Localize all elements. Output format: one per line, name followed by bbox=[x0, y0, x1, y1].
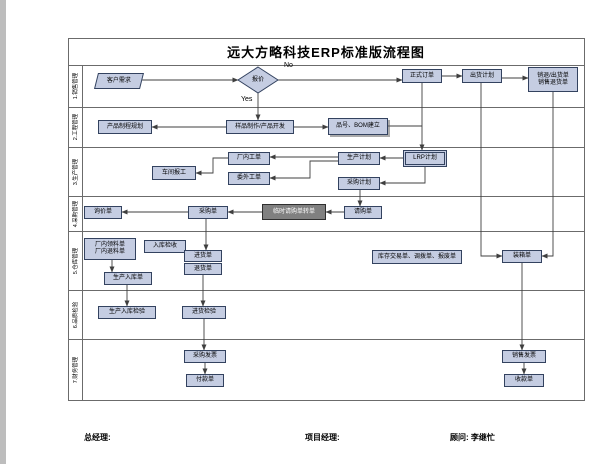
signature-project-manager: 项目经理: bbox=[305, 433, 340, 442]
node-label: 装箱单 bbox=[512, 253, 531, 260]
node-label: 临时请购单转单 bbox=[272, 208, 315, 215]
node-purchase-plan: 采购计划 bbox=[338, 177, 380, 190]
lane-label-1: 1.销售管理 bbox=[73, 72, 79, 100]
node-label: 收款单 bbox=[514, 377, 533, 384]
node-lrp-plan: LRP计划 bbox=[403, 150, 447, 167]
signature-consultant: 顾问: 李继忙 bbox=[450, 433, 495, 442]
node-quote-decision: 报价 bbox=[238, 67, 278, 93]
node-workshop-report: 车间报工 bbox=[152, 166, 196, 180]
node-label: 采购发票 bbox=[192, 353, 217, 360]
lane-label-6: 6.品质检验 bbox=[73, 301, 79, 328]
node-purchase-order: 采购单 bbox=[188, 206, 228, 219]
node-warehouse-receiving: 入库检收 bbox=[144, 240, 186, 253]
node-label: 请购单 bbox=[353, 209, 372, 216]
node-formal-order: 正式订单 bbox=[402, 69, 442, 83]
node-label: 生产入库检验 bbox=[108, 309, 145, 316]
node-label: LRP计划 bbox=[413, 155, 437, 162]
node-label: 入库检收 bbox=[152, 243, 177, 250]
signature-general-manager: 总经理: bbox=[84, 433, 111, 442]
node-inquiry-sheet: 询价单 bbox=[84, 206, 122, 219]
node-label: 进货检验 bbox=[191, 309, 216, 316]
node-customer-demand: 客户需求 bbox=[94, 73, 144, 89]
node-label: 生产入库单 bbox=[112, 275, 143, 282]
node-label: 样品制作/产品开发 bbox=[235, 123, 285, 130]
node-label: 正式订单 bbox=[409, 72, 434, 79]
node-requisition: 请购单 bbox=[344, 206, 382, 219]
lane-label-5: 5.仓库管理 bbox=[73, 247, 79, 274]
node-process-planning: 产品制程规划 bbox=[98, 120, 152, 134]
node-sales-invoice: 销售发票 bbox=[502, 350, 546, 363]
page-title: 远大方略科技ERP标准版流程图 bbox=[227, 45, 425, 60]
lane-label-2: 2.工程管理 bbox=[73, 113, 79, 141]
node-goods-return: 退货单 bbox=[184, 263, 222, 275]
node-label: 销退/出货单 销售退货单 bbox=[537, 72, 569, 86]
edge-label-no: No bbox=[284, 62, 293, 69]
node-label: 客户需求 bbox=[106, 77, 132, 84]
node-label: 进货单 bbox=[193, 252, 212, 259]
node-label: 询价单 bbox=[93, 209, 112, 216]
page-left-border bbox=[0, 0, 6, 464]
node-label: 产品制程规划 bbox=[106, 123, 143, 130]
node-label: 采购单 bbox=[198, 209, 217, 216]
node-label: 厂内领料单 厂内退料单 bbox=[94, 242, 125, 255]
node-sample-dev: 样品制作/产品开发 bbox=[226, 120, 294, 134]
node-material-docs: 厂内领料单 厂内退料单 bbox=[84, 238, 136, 260]
node-bom-setup: 品号、BOM建立 bbox=[328, 118, 388, 135]
node-internal-workorder: 厂内工单 bbox=[228, 152, 270, 165]
node-label: 生产计划 bbox=[346, 155, 371, 162]
node-label: 退货单 bbox=[193, 265, 212, 272]
node-production-plan: 生产计划 bbox=[338, 152, 380, 165]
node-sales-return-docs: 销退/出货单 销售退货单 bbox=[528, 67, 578, 92]
node-inventory-docs: 库存交易单、调拨单、报废单 bbox=[372, 250, 462, 264]
node-label: 出货计划 bbox=[469, 72, 494, 79]
edge-label-yes: Yes bbox=[241, 96, 253, 103]
node-production-inspection: 生产入库检验 bbox=[98, 306, 156, 319]
node-goods-receipt: 进货单 bbox=[184, 250, 222, 262]
node-packing-list: 装箱单 bbox=[502, 250, 542, 263]
lane-label-4: 4.采购管理 bbox=[73, 200, 79, 227]
node-label: 销售发票 bbox=[511, 353, 536, 360]
node-temp-requisition: 临时请购单转单 bbox=[262, 204, 326, 220]
node-receipt-voucher: 收款单 bbox=[504, 374, 544, 387]
node-label: 厂内工单 bbox=[236, 155, 261, 162]
node-production-receipt: 生产入库单 bbox=[104, 272, 152, 285]
node-incoming-inspection: 进货检验 bbox=[182, 306, 226, 319]
node-shipping-plan: 出货计划 bbox=[462, 69, 502, 83]
node-label: 付款单 bbox=[195, 377, 214, 384]
node-purchase-invoice: 采购发票 bbox=[184, 350, 226, 363]
lane-label-3: 3.生产管理 bbox=[73, 158, 79, 185]
node-label: 品号、BOM建立 bbox=[336, 123, 380, 130]
node-outsource-workorder: 委外工单 bbox=[228, 172, 270, 185]
node-payment-voucher: 付款单 bbox=[186, 374, 224, 387]
node-label: 采购计划 bbox=[346, 180, 371, 187]
lane-label-7: 7.财务管理 bbox=[73, 356, 79, 383]
node-label: 委外工单 bbox=[236, 175, 261, 182]
node-label: 车间报工 bbox=[161, 169, 186, 176]
node-label: 库存交易单、调拨单、报废单 bbox=[377, 253, 456, 260]
node-label: 报价 bbox=[251, 76, 264, 83]
